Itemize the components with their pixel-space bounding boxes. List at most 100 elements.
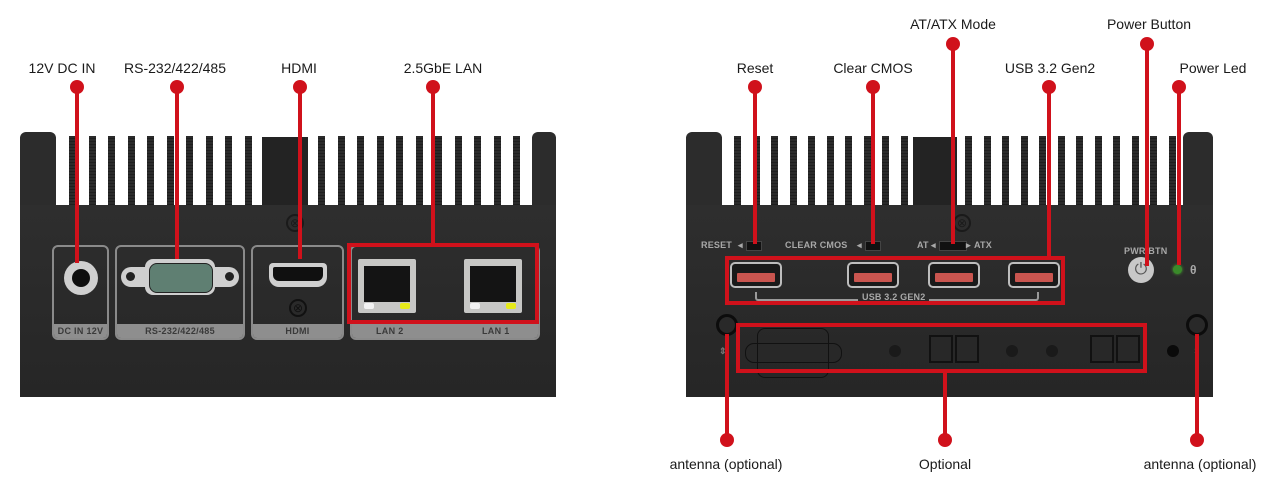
heatsink-fin (147, 136, 154, 208)
screw-icon: ⊗ (289, 299, 307, 317)
callout-line-lan (431, 87, 435, 244)
optional-cutout (955, 335, 979, 363)
arrow-right-icon: ▸ (966, 240, 971, 250)
usb-port-2[interactable] (847, 262, 899, 288)
callout-label-dc-in: 12V DC IN (28, 60, 96, 76)
callout-line-power-led (1177, 87, 1181, 265)
callout-line-at-atx (951, 44, 955, 244)
lan-silk: LAN 2 LAN 1 (352, 324, 538, 338)
reset-silk: RESET (701, 240, 733, 250)
chassis-corner-right (1183, 132, 1213, 212)
callout-dot-antenna-left (720, 433, 734, 447)
chassis-corner-left (686, 132, 722, 212)
lan-panel: LAN 2 LAN 1 (350, 245, 540, 340)
hdmi-silk: HDMI (253, 324, 342, 338)
heatsink-fin (901, 136, 908, 208)
optional-hole (889, 345, 901, 357)
callout-line-usb (1047, 87, 1051, 258)
db9-connector[interactable] (121, 259, 239, 295)
heatsink-fin (1076, 136, 1083, 208)
heatsink-fin (513, 136, 520, 208)
callout-line-antenna-right (1195, 334, 1199, 440)
optional-cutout (1090, 335, 1114, 363)
heatsink-fin (1113, 136, 1120, 208)
heatsink-fin (845, 136, 852, 208)
optional-hole (1167, 345, 1179, 357)
heatsink-fin (965, 136, 972, 208)
lan-highlight-box (347, 243, 539, 324)
callout-line-serial (175, 87, 179, 259)
antenna-arrow-icon: ⇕ (719, 346, 727, 356)
callout-label-antenna-left: antenna (optional) (669, 456, 783, 472)
optional-cutout (929, 335, 953, 363)
callout-label-serial: RS-232/422/485 (124, 60, 226, 76)
callout-label-usb: USB 3.2 Gen2 (1004, 60, 1096, 76)
callout-label-antenna-right: antenna (optional) (1143, 456, 1257, 472)
heatsink-fin (377, 136, 384, 208)
arrow-left-icon: ◂ (931, 240, 936, 250)
heatsink-fin (771, 136, 778, 208)
power-led (1173, 265, 1182, 274)
heatsink-fin (882, 136, 889, 208)
lan2-silk: LAN 2 (376, 326, 404, 336)
callout-line-power-button (1145, 44, 1149, 266)
optional-highlight-box (736, 323, 1147, 373)
heatsink-fin (167, 136, 174, 208)
heatsink-fin (357, 136, 364, 208)
callout-line-hdmi (298, 87, 302, 259)
optional-hole (1046, 345, 1058, 357)
heatsink-fin (1058, 136, 1065, 208)
callout-dot-optional (938, 433, 952, 447)
callout-line-clear-cmos (871, 87, 875, 244)
atx-silk: ATX (974, 240, 992, 250)
callout-label-lan: 2.5GbE LAN (403, 60, 483, 76)
heatsink-fin (69, 136, 76, 208)
heatsink-fin (245, 136, 252, 208)
heatsink-fin (89, 136, 96, 208)
heatsink-fin (1039, 136, 1046, 208)
heatsink-fin (416, 136, 423, 208)
usb-port-3[interactable] (928, 262, 980, 288)
dc-jack[interactable] (64, 261, 98, 295)
callout-label-clear-cmos: Clear CMOS (833, 60, 913, 76)
heatsink-fin (128, 136, 135, 208)
usb-port-1[interactable] (730, 262, 782, 288)
serial-panel: RS-232/422/485 (115, 245, 245, 340)
callout-label-power-button: Power Button (1106, 16, 1192, 32)
heatsink-fin (827, 136, 834, 208)
callout-dot-antenna-right (1190, 433, 1204, 447)
heatsink-fin (790, 136, 797, 208)
hdmi-port[interactable] (269, 263, 327, 287)
heatsink-fin (338, 136, 345, 208)
antenna-hole-left (716, 314, 738, 336)
optional-db9-cutout-body (757, 328, 829, 378)
heatsink-fin (108, 136, 115, 208)
optional-cutout (1116, 335, 1140, 363)
chassis-corner-left (20, 132, 56, 212)
callout-label-optional: Optional (918, 456, 972, 472)
heatsink-fin (808, 136, 815, 208)
lan2-port[interactable] (358, 259, 416, 313)
arrow-left-icon: ◂ (857, 240, 862, 250)
dc-in-silk: DC IN 12V (54, 324, 107, 338)
lan1-silk: LAN 1 (482, 326, 510, 336)
lan1-port[interactable] (464, 259, 522, 313)
screw-icon: ⊗ (286, 214, 304, 232)
heatsink-fin (864, 136, 871, 208)
heatsink-fin (1150, 136, 1157, 208)
heatsink-fin (396, 136, 403, 208)
screw-icon: ⊗ (953, 214, 971, 232)
optional-db9-cutout (745, 343, 842, 363)
callout-line-optional (943, 372, 947, 440)
heatsink-fin (206, 136, 213, 208)
callout-label-power-led: Power Led (1179, 60, 1247, 76)
usb-port-4[interactable] (1008, 262, 1060, 288)
heatsink-fin (318, 136, 325, 208)
callout-line-reset (753, 87, 757, 244)
heatsink-fin (455, 136, 462, 208)
heatsink-fin (734, 136, 741, 208)
dc-in-panel: DC IN 12V (52, 245, 109, 340)
power-button[interactable]: ⏻ (1128, 257, 1154, 283)
heatsink-fin (1002, 136, 1009, 208)
callout-line-antenna-left (725, 334, 729, 440)
